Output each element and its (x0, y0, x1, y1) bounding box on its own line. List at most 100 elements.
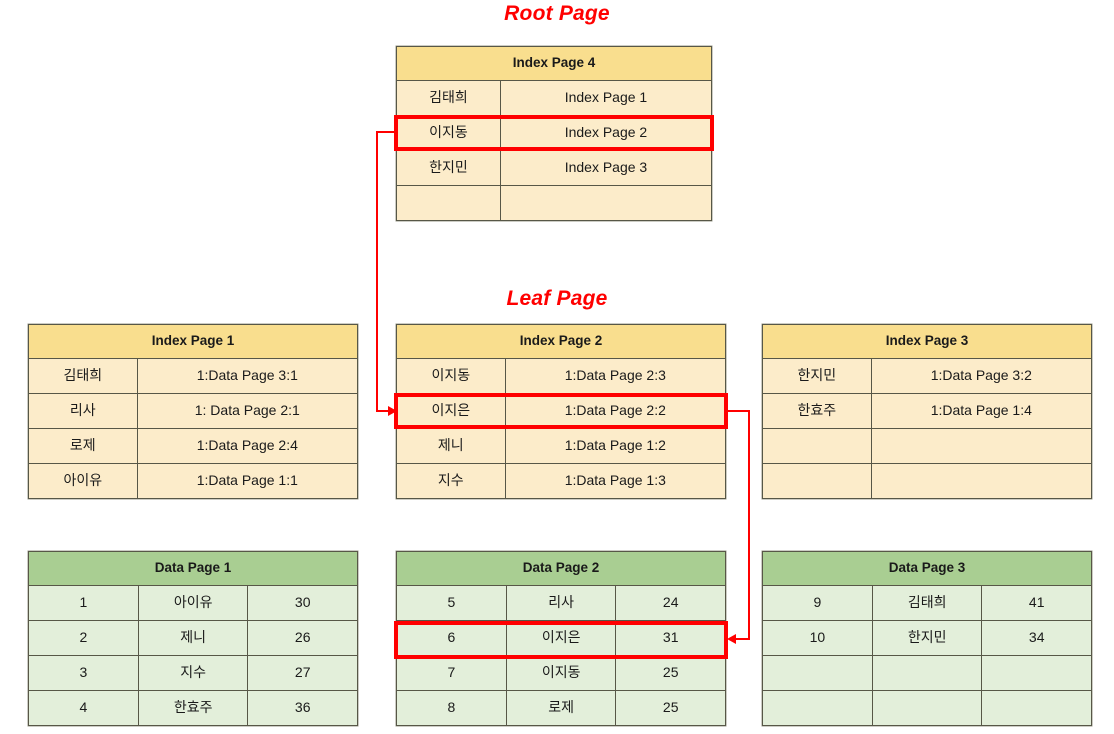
data-name-cell: 로제 (505, 690, 617, 726)
table-header-row: Index Page 1 (28, 324, 358, 359)
index-key-cell: 이지은 (396, 393, 506, 429)
data-age-cell: 27 (247, 655, 358, 691)
data-age-cell: 36 (247, 690, 358, 726)
data-id-cell: 8 (396, 690, 507, 726)
data-age-cell: 41 (981, 585, 1092, 621)
table-header-row: Index Page 3 (762, 324, 1092, 359)
index-key-cell: 한효주 (762, 393, 872, 429)
index-pointer-cell: Index Page 2 (499, 115, 713, 151)
data-name-cell: 제니 (137, 620, 249, 656)
data-age-cell: 25 (615, 655, 726, 691)
arrow-root-to-leaf-head (388, 406, 397, 416)
data-name-cell (871, 690, 983, 726)
index-key-cell: 제니 (396, 428, 506, 464)
data-age-cell: 24 (615, 585, 726, 621)
table-header-row: Index Page 2 (396, 324, 726, 359)
data-name-cell: 한지민 (871, 620, 983, 656)
data-name-cell: 한효주 (137, 690, 249, 726)
data-id-cell: 2 (28, 620, 139, 656)
index-pointer-cell: 1:Data Page 1:4 (870, 393, 1093, 429)
index-pointer-cell: 1:Data Page 2:3 (504, 358, 727, 394)
index-pointer-cell: Index Page 3 (499, 150, 713, 186)
data-id-cell: 10 (762, 620, 873, 656)
data-name-cell: 김태희 (871, 585, 983, 621)
data-id-cell: 7 (396, 655, 507, 691)
data-name-cell: 아이유 (137, 585, 249, 621)
root-page-title: Root Page (504, 2, 610, 25)
data-age-cell: 25 (615, 690, 726, 726)
data-id-cell: 3 (28, 655, 139, 691)
arrow-leaf-to-data-segment-bottom (736, 638, 750, 640)
data-name-cell: 이지동 (505, 655, 617, 691)
data-age-cell (981, 655, 1092, 691)
data-page-3-title: Data Page 3 (762, 551, 1092, 586)
table-header-row: Data Page 3 (762, 551, 1092, 586)
leaf-page-title: Leaf Page (506, 287, 608, 310)
index-pointer-cell: 1:Data Page 1:3 (504, 463, 727, 499)
index-key-cell: 아이유 (28, 463, 138, 499)
index-key-cell (762, 428, 872, 464)
data-page-2-title: Data Page 2 (396, 551, 726, 586)
index-key-cell: 김태희 (396, 80, 501, 116)
index-key-cell (762, 463, 872, 499)
data-id-cell: 1 (28, 585, 139, 621)
index-page-4-title: Index Page 4 (396, 46, 712, 81)
data-age-cell: 34 (981, 620, 1092, 656)
arrow-leaf-to-data-head (727, 634, 736, 644)
index-page-2-title: Index Page 2 (396, 324, 726, 359)
table-row (762, 690, 1092, 726)
arrow-leaf-to-data-segment-vertical (748, 410, 750, 640)
data-age-cell (981, 690, 1092, 726)
table-row (762, 655, 1092, 691)
index-page-1-title: Index Page 1 (28, 324, 358, 359)
index-pointer-cell: 1: Data Page 2:1 (136, 393, 359, 429)
index-page-3-title: Index Page 3 (762, 324, 1092, 359)
index-pointer-cell: 1:Data Page 2:4 (136, 428, 359, 464)
index-key-cell: 이지동 (396, 115, 501, 151)
index-key-cell: 지수 (396, 463, 506, 499)
data-age-cell: 26 (247, 620, 358, 656)
index-key-cell: 김태희 (28, 358, 138, 394)
data-page-1-title: Data Page 1 (28, 551, 358, 586)
data-age-cell: 31 (615, 620, 726, 656)
arrow-leaf-to-data-segment-top (728, 410, 750, 412)
data-age-cell: 30 (247, 585, 358, 621)
table-row (762, 428, 1093, 464)
index-key-cell: 리사 (28, 393, 138, 429)
data-name-cell (871, 655, 983, 691)
index-pointer-cell: Index Page 1 (499, 80, 713, 116)
arrow-root-to-leaf-segment-vertical (376, 131, 378, 411)
index-key-cell: 한지민 (762, 358, 872, 394)
index-pointer-cell (499, 185, 713, 221)
data-id-cell (762, 690, 873, 726)
arrow-root-to-leaf-segment-top (376, 131, 396, 133)
index-pointer-cell: 1:Data Page 1:2 (504, 428, 727, 464)
index-key-cell: 로제 (28, 428, 138, 464)
index-key-cell (396, 185, 501, 221)
data-id-cell (762, 655, 873, 691)
index-pointer-cell: 1:Data Page 3:1 (136, 358, 359, 394)
data-id-cell: 5 (396, 585, 507, 621)
